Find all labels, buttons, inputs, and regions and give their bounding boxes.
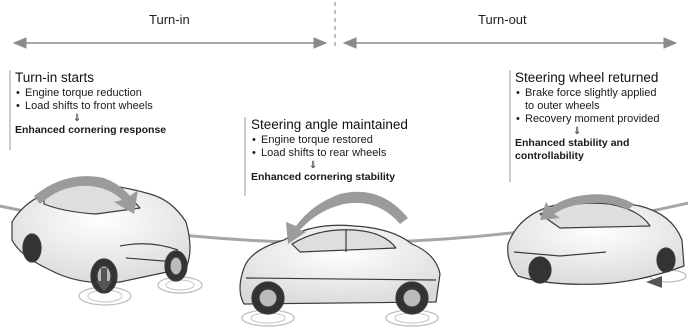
steering-angle-maintained-heading: Steering angle maintained [251, 117, 408, 132]
rotation-arrow-counterclockwise-icon [540, 194, 634, 220]
list-item: Load shifts to front wheels [15, 100, 230, 113]
turn-out-label: Turn-out [478, 12, 527, 27]
turn-out-range-arrow [342, 37, 678, 49]
result-line: Enhanced stability and [515, 137, 630, 149]
turn-in-starts-block: Turn-in starts Engine torque reduction L… [15, 70, 230, 137]
brake-arrow-icon [646, 276, 662, 288]
yaw-arrow-left-icon [286, 191, 408, 244]
turn-in-starts-heading: Turn-in starts [15, 70, 95, 85]
list-item: Engine torque reduction [15, 87, 230, 100]
car-turn-out-icon [507, 200, 687, 285]
steering-angle-maintained-result: Enhanced cornering stability [251, 171, 396, 183]
steering-wheel-returned-block: Steering wheel returned Brake force slig… [515, 70, 687, 163]
down-arrow-icon: ⇓ [573, 126, 582, 137]
turn-in-starts-list: Engine torque reduction Load shifts to f… [15, 87, 230, 113]
turn-in-range-arrow [12, 37, 328, 49]
list-item: Recovery moment provided [515, 113, 687, 126]
car-steering-maintained-icon [239, 224, 441, 327]
load-down-arrow-icon [96, 268, 112, 292]
steering-angle-maintained-block: Steering angle maintained Engine torque … [251, 117, 466, 184]
list-item: Engine torque restored [251, 134, 466, 147]
rotation-arrow-clockwise-icon [34, 176, 138, 214]
list-item-line: to outer wheels [525, 100, 600, 112]
down-arrow-icon: ⇓ [309, 160, 318, 171]
turn-in-label: Turn-in [149, 12, 190, 27]
steering-angle-maintained-list: Engine torque restored Load shifts to re… [251, 134, 466, 160]
down-arrow-icon: ⇓ [73, 113, 82, 124]
list-item: Load shifts to rear wheels [251, 147, 466, 160]
turn-in-starts-result: Enhanced cornering response [15, 124, 167, 136]
steering-wheel-returned-heading: Steering wheel returned [515, 70, 659, 85]
result-line: controllability [515, 150, 584, 162]
list-item-line: Brake force slightly applied [525, 87, 657, 99]
